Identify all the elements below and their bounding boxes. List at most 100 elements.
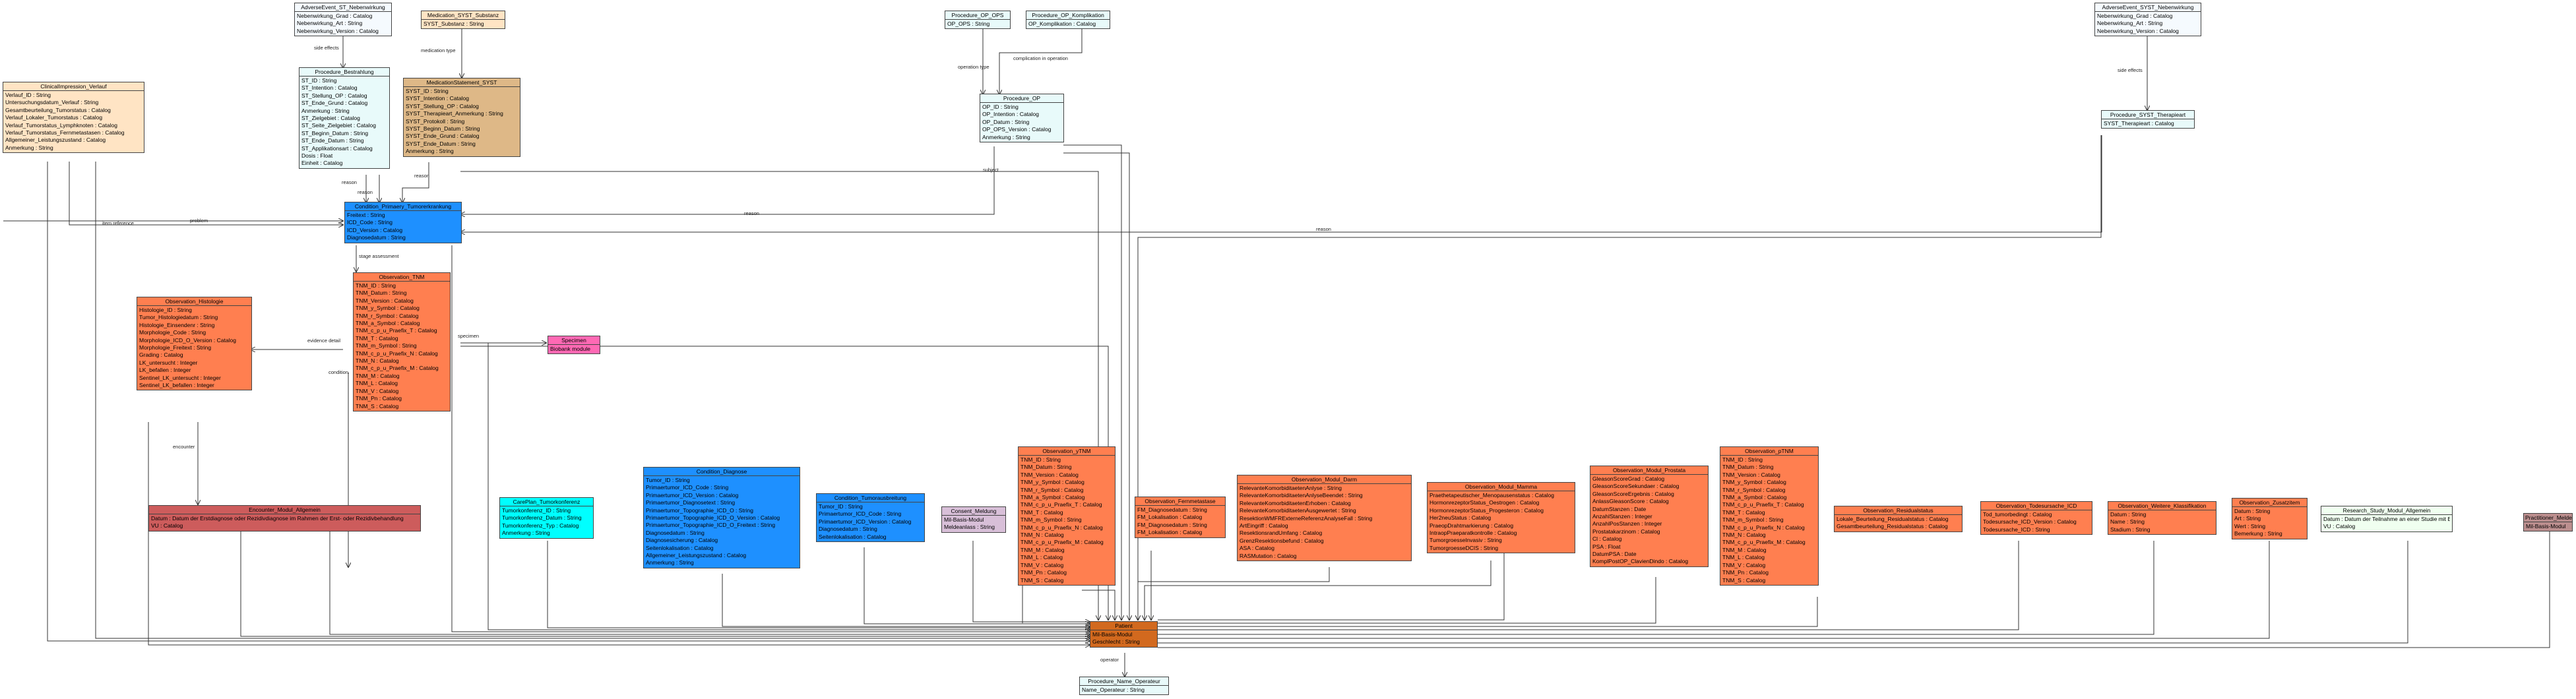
edge-label-subject: subject	[983, 167, 999, 173]
class-title: Observation_yTNM	[1019, 447, 1115, 456]
class-attribute: Nebenwirkung_Version : Catalog	[297, 27, 379, 34]
class-attribute: Verlauf_ID : String	[5, 92, 51, 98]
class-attribute: Datum : String	[2110, 511, 2147, 518]
edge-subject-25	[1158, 541, 2154, 635]
edge-subject-16	[1138, 135, 2102, 620]
edge-label-reason-4: reason	[744, 210, 759, 216]
edge-subject-22	[1158, 597, 1818, 627]
class-attribute: Nebenwirkung_Grad : Catalog	[297, 13, 373, 19]
class-attribute: TNM_a_Symbol : Catalog	[1722, 494, 1787, 501]
class-attribute: GleasonScoreSekundaer : Catalog	[1592, 483, 1680, 490]
edge-label-reason-2: reason	[358, 189, 373, 195]
class-attribute: OP_Datum : String	[982, 118, 1030, 125]
class-attribute: Primaertumor_Topographie_ICD_O_Freitext …	[646, 522, 776, 529]
class-attribute: Prostatakarzinom : Catalog	[1592, 528, 1660, 535]
class-attribute: TNM_m_Symbol : String	[1021, 516, 1082, 524]
class-attribute: VU : Catalog	[2323, 523, 2356, 530]
class-attribute: KomplPostOP_ClavienDindo : Catalog	[1592, 558, 1689, 565]
edge-label-reason-5: reason	[1316, 226, 1331, 232]
class-attribute: Tumorkonferenz_Datum : String	[502, 514, 582, 522]
class-attribute: Seitenlokalisation : Catalog	[819, 533, 887, 540]
class-title: MedicationStatement_SYST	[404, 78, 520, 87]
class-attribute: Diagnosesicherung : Catalog	[646, 537, 718, 544]
class-attribute: Todesursache_ICD_Version : Catalog	[1983, 518, 2077, 526]
class-attribute: FM_Diagnosedatum : String	[1137, 521, 1207, 528]
class-attributes: OP_OPS : String	[945, 20, 1010, 28]
class-attribute: SYST_ID : String	[406, 88, 449, 94]
class-attribute: Bemerkung : String	[2234, 530, 2282, 537]
class-attribute: Morphologie_Freitext : String	[139, 344, 212, 351]
class-attribute: TNM_Pn : Catalog	[1021, 569, 1067, 576]
class-attribute: TNM_c_p_u_Praefix_N : Catalog	[356, 350, 438, 357]
class-attribute: TNM_L : Catalog	[1722, 554, 1765, 561]
class-attribute: Anmerkung : String	[301, 107, 350, 114]
class-attribute: SYST_Intention : Catalog	[406, 95, 469, 102]
class-attributes: Datum : Datum der Teilnahme an einer Stu…	[2321, 515, 2452, 532]
edge-label-condition: condition	[329, 369, 349, 375]
class-attribute: Verlauf_Tumorstatus_Fernmetastasen : Cat…	[5, 129, 125, 137]
class-attribute: TNM_c_p_u_Praefix_N : Catalog	[1021, 524, 1103, 531]
class-attribute: Tumor_ID : String	[646, 477, 690, 483]
class-attribute: TNM_r_Symbol : Catalog	[1722, 486, 1786, 493]
edge-subject-6	[451, 245, 1090, 632]
class-attribute: ST_Ende_Grund : Catalog	[301, 100, 368, 107]
class-attributes: SYST_Substanz : String	[422, 20, 505, 28]
class-attribute: Sentinel_LK_untersucht : Integer	[139, 374, 221, 381]
class-title: Procedure_OP_OPS	[945, 11, 1010, 20]
class-attribute: Primaertumor_Diagnosetext : String	[646, 499, 736, 506]
class-attribute: ResektionsrandUmfang : Catalog	[1240, 530, 1323, 537]
class-title: Practitioner_Melder	[2524, 514, 2572, 522]
class-attribute: Verlauf_Tumorstatus_Lymphknoten : Catalo…	[5, 121, 117, 129]
edge-item-reference	[69, 162, 343, 225]
class-title: AdverseEvent_ST_Nebenwirkung	[295, 3, 391, 12]
edge-label-specimen: specimen	[458, 333, 480, 339]
class-attribute: TNM_Pn : Catalog	[356, 395, 402, 402]
class-attribute: FM_Lokalisation : Catalog	[1137, 514, 1203, 521]
class-attribute: Stadium : String	[2110, 526, 2151, 533]
class-attribute: SYST_Ende_Datum : String	[406, 140, 476, 147]
class-title: Procedure_OP_Komplikation	[1026, 11, 1110, 20]
class-attribute: TNM_c_p_u_Praefix_T : Catalog	[1021, 501, 1102, 508]
class-title: Observation_Modul_Mamma	[1428, 483, 1575, 491]
class-attribute: AnzahlStanzen : Integer	[1592, 513, 1652, 520]
